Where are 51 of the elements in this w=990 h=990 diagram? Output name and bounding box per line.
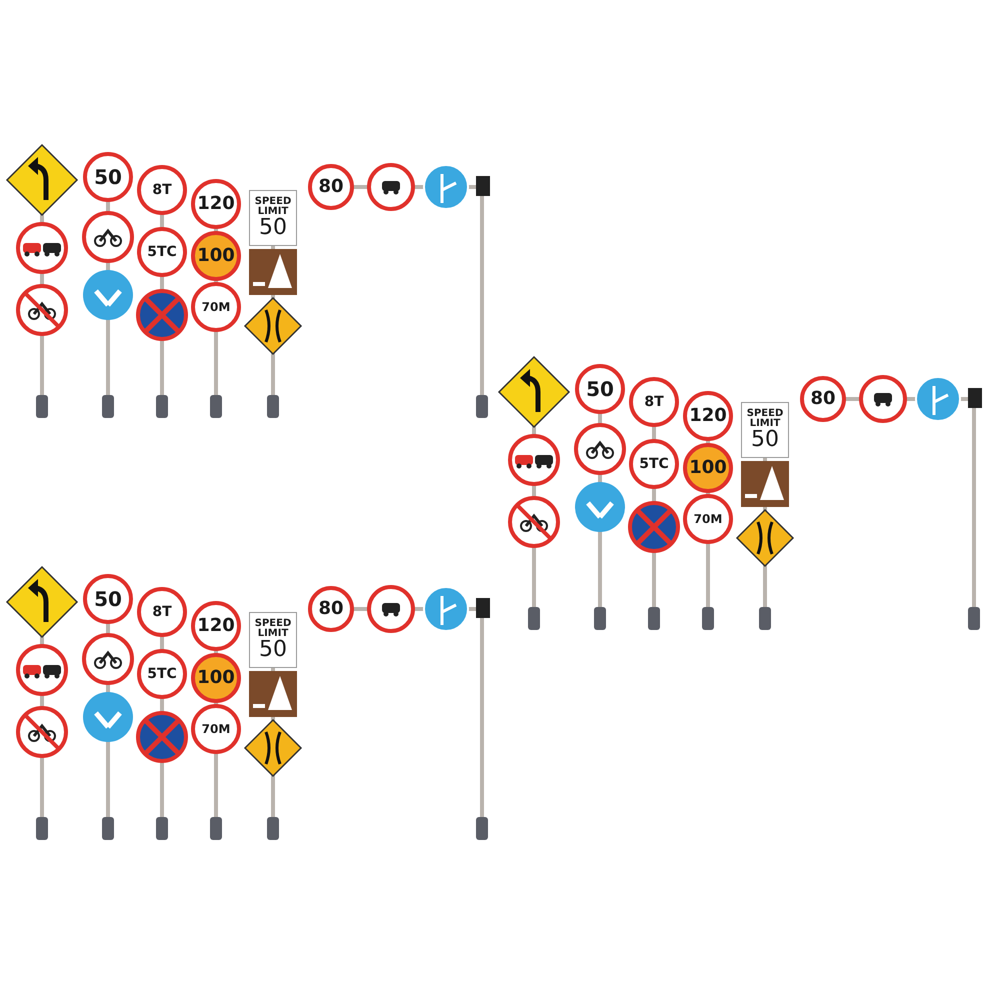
sign-text: 80 <box>318 600 344 618</box>
sign-text: 50 <box>586 379 614 399</box>
speed-limit-sign <box>191 179 241 229</box>
sign-text: 70M <box>202 301 230 313</box>
speed-limit-sign <box>575 364 625 414</box>
sign-text: 5TC <box>147 245 177 259</box>
axle-load-sign <box>629 439 679 489</box>
weight-limit-sign <box>137 165 187 215</box>
distance-sign <box>191 704 241 754</box>
speed-limit-sign <box>308 586 354 632</box>
speed-limit-sign <box>191 231 241 281</box>
distance-sign <box>683 494 733 544</box>
sign-text: 100 <box>689 459 727 477</box>
axle-load-sign <box>137 649 187 699</box>
sign-text: 5TC <box>639 457 669 471</box>
sign-text: 120 <box>197 195 235 213</box>
speed-limit-sign <box>191 653 241 703</box>
sign-text: 100 <box>197 247 235 265</box>
sign-text: 80 <box>318 178 344 196</box>
axle-load-sign <box>137 227 187 277</box>
sign-text: 70M <box>694 513 722 525</box>
sign-text: 50 <box>258 639 288 661</box>
speed-limit-sign <box>83 574 133 624</box>
weight-limit-sign <box>137 587 187 637</box>
sign-text: 8T <box>152 183 172 197</box>
sign-text: SPEED LIMIT <box>746 409 784 429</box>
speed-limit-sign <box>191 601 241 651</box>
sign-text: 8T <box>152 605 172 619</box>
sign-text: 120 <box>689 407 727 425</box>
sign-text: 50 <box>258 217 288 239</box>
speed-limit-sign <box>683 443 733 493</box>
sign-text: 8T <box>644 395 664 409</box>
speed-limit-sign <box>249 190 297 246</box>
sign-text: 50 <box>94 167 122 187</box>
sign-text: 50 <box>94 589 122 609</box>
sign-text: 70M <box>202 723 230 735</box>
speed-limit-sign <box>741 402 789 458</box>
sign-text: 80 <box>810 390 836 408</box>
speed-limit-sign <box>83 152 133 202</box>
sign-text: SPEED LIMIT <box>254 619 292 639</box>
speed-limit-sign <box>800 376 846 422</box>
speed-limit-sign <box>249 612 297 668</box>
sign-text: 50 <box>750 429 780 451</box>
sign-text: 5TC <box>147 667 177 681</box>
weight-limit-sign <box>629 377 679 427</box>
speed-limit-sign <box>683 391 733 441</box>
distance-sign <box>191 282 241 332</box>
sign-text: 100 <box>197 669 235 687</box>
sign-text: SPEED LIMIT <box>254 197 292 217</box>
sign-text: 120 <box>197 617 235 635</box>
speed-limit-sign <box>308 164 354 210</box>
